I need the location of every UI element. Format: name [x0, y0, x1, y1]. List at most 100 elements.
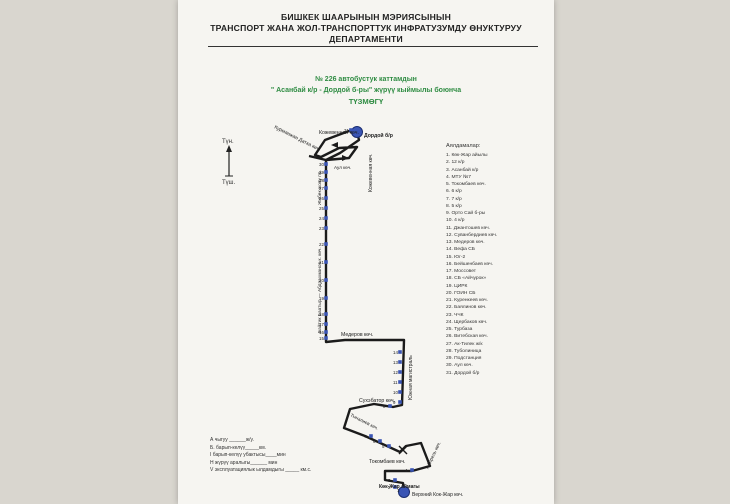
street-baitik: Байтик Баатыр — Абдрахманов к. көч.: [316, 247, 323, 333]
legend-stop-item: 7. 7 к/р: [446, 196, 462, 202]
header-divider: [208, 46, 538, 47]
header-line-1: БИШКЕК ШААРЫНЫН МЭРИЯСЫНЫН: [280, 12, 451, 22]
stop-number: 6: [373, 439, 376, 444]
legend-stop-item: 15. Юг-2: [446, 254, 466, 260]
direction-arrow-icon: [331, 142, 349, 161]
stop-marker: [324, 186, 328, 190]
stop-marker: [324, 278, 328, 282]
stop-marker: [324, 196, 328, 200]
stop-number: 8: [383, 404, 386, 409]
stop-number: 11: [393, 380, 398, 385]
stop-number: 23: [319, 226, 324, 231]
legend-stop-item: 18. СБ «Айчурок»: [446, 276, 487, 282]
legend-stop-item: 22. Баялинов көч.: [446, 305, 487, 311]
legend-stop-item: 6. 6 к/р: [446, 189, 462, 195]
legend-stop-item: 13. Медеров көч.: [446, 240, 485, 245]
document-page: БИШКЕК ШААРЫНЫН МЭРИЯСЫНЫН ТРАНСПОРТ ЖАН…: [178, 0, 554, 504]
stop-marker: [324, 206, 328, 210]
stop-number: 29: [319, 170, 324, 175]
stop-number: 25: [319, 206, 324, 211]
stop-marker: [398, 380, 402, 384]
stop-marker: [398, 370, 402, 374]
header-line-2: ТРАНСПОРТ ЖАНА ЖОЛ-ТРАНСПОРТТУК ИНФРАТУЗ…: [210, 23, 522, 33]
legend-stop-item: 12. Суванбердиев көч.: [446, 232, 498, 238]
route-path: [313, 129, 432, 494]
legend-stop-item: 20. ГОИН СБ: [446, 290, 476, 296]
stop-number: 28: [319, 178, 324, 183]
stop-number: 12: [393, 370, 398, 375]
stop-marker: [324, 296, 328, 300]
legend-stop-item: 24. Щербаков көч.: [446, 319, 488, 325]
stop-number: 21: [319, 260, 324, 265]
legend-stop-item: 8. 5 к/р: [446, 203, 462, 209]
form-line: V эксплуатациялык ылдамдыгы _____ км.с.: [210, 467, 312, 474]
stop-marker: [324, 162, 328, 166]
label-dordoi: Дордой б/р: [364, 132, 393, 139]
stop-marker: [410, 468, 414, 472]
stop-number: 14: [393, 350, 398, 355]
stop-number: 19: [319, 296, 324, 301]
form-line: Б. барып-келүү_____км.: [210, 444, 267, 451]
compass-south-label: Түш.: [222, 180, 236, 186]
stop-number: 26: [319, 196, 324, 201]
legend-stop-item: 30. Аул көч.: [446, 363, 473, 369]
stop-number: 3: [388, 478, 391, 483]
legend-stop-item: 28. Туболиница: [446, 348, 482, 354]
stop-marker: [398, 350, 402, 354]
legend-stop-item: 9. Орто Сай б-ры: [446, 211, 486, 216]
kurmanjan-segment: [308, 154, 327, 162]
stop-number: 7: [364, 434, 367, 439]
stop-marker: [398, 400, 402, 404]
route-parameters-form: А чыгуу ______ж/у. Б. барып-келүү_____км…: [210, 437, 311, 475]
stop-marker: [324, 170, 328, 174]
street-kurmanjan: Курманжан Датка көч.: [273, 124, 321, 153]
street-kojevennaya: Кожевенная көч.: [319, 130, 359, 136]
legend-stop-item: 31. Дордой б/р: [446, 370, 480, 376]
stop-marker: [398, 360, 402, 364]
legend-stop-item: 3. Асанбай к/р: [446, 167, 479, 173]
stop-markers: 3130292827262524232221201918171615141312…: [319, 128, 414, 493]
stop-marker: [324, 312, 328, 316]
street-kojevennaya-vertical: Кожевенная көч.: [368, 153, 374, 192]
legend-stop-item: 4. МТУ №7: [446, 174, 471, 180]
street-zhibek-zholu: Жибек жолу пр.: [317, 170, 323, 205]
stop-number: 31: [344, 128, 349, 133]
stop-number: 13: [393, 360, 398, 365]
stop-marker: [388, 404, 392, 408]
stop-number: 24: [319, 216, 324, 221]
street-mederov: Медеров көч.: [341, 332, 373, 338]
route-title-1: № 226 автобустук каттамдын: [315, 76, 417, 83]
legend-stop-item: 29. Подстанция: [446, 356, 482, 361]
stop-marker: [369, 434, 373, 438]
form-line: Н жүрүү аралыгы______ мин: [210, 459, 278, 466]
stop-marker: [324, 322, 328, 326]
stop-number: 10: [393, 390, 398, 395]
stop-number: 9: [393, 400, 396, 405]
stop-number: 27: [319, 186, 324, 191]
form-line: I барып-келүү убактысы____мин: [210, 452, 286, 459]
legend-stop-item: 26. Витебская көч.: [446, 334, 488, 340]
legend-title: Аялдамалар:: [446, 143, 481, 149]
terminal-kok-jar-marker: [398, 486, 410, 498]
legend-stop-item: 21. Куренкеев көч.: [446, 298, 488, 303]
stop-marker: [324, 330, 328, 334]
stop-marker: [402, 488, 406, 492]
stop-marker: [393, 478, 397, 482]
form-line: А чыгуу ______ж/у.: [210, 437, 254, 443]
stop-number: 30: [319, 162, 324, 167]
stop-number: 20: [319, 278, 324, 283]
stop-marker: [349, 128, 353, 132]
header-line-3: ДЕПАРТАМЕНТИ: [329, 34, 403, 44]
legend-stop-item: 17. Моссовет: [446, 269, 477, 274]
stop-number: 22: [319, 242, 324, 247]
stop-number: 15: [319, 336, 324, 341]
closure-x-icon: [398, 445, 408, 455]
legend-stop-item: 10. 4 к/р: [446, 218, 465, 224]
stop-marker: [324, 178, 328, 182]
stop-number: 2: [388, 485, 391, 490]
legend-stop-item: 16. Бейшенбаев көч.: [446, 261, 494, 267]
legend-stop-item: 5. Токомбаев көч.: [446, 182, 486, 187]
legend-stop-item: 25. Турбаза: [446, 327, 473, 332]
stop-number: 4: [405, 468, 408, 473]
